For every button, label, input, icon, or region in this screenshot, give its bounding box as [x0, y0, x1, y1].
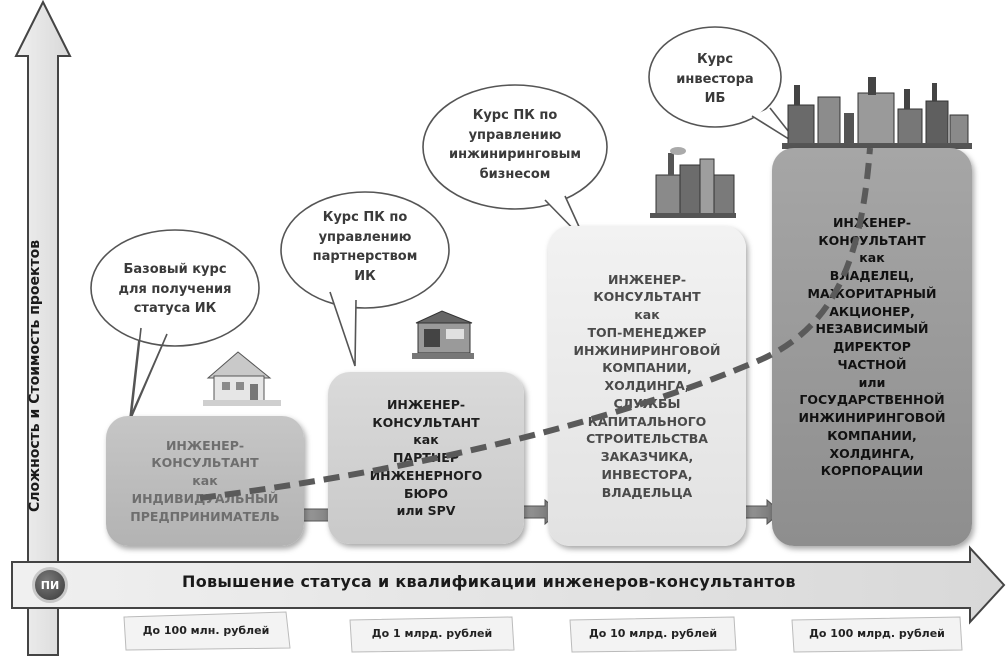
- cost-label-1: До 100 млн. рублей: [142, 624, 270, 637]
- y-axis-arrow: [14, 0, 72, 656]
- course-line: для получения: [118, 281, 232, 297]
- course-line: инвестора: [676, 71, 754, 87]
- course-line: ИК: [354, 268, 376, 284]
- course-line: партнерством: [312, 249, 418, 264]
- stage-1-line: ПРЕДПРИНИМАТЕЛЬ: [130, 508, 280, 524]
- course-bubble-1-text: Базовый курс для получения статуса ИК: [111, 260, 239, 319]
- course-bubble-3-text: Курс ПК по управлению инжиниринговым биз…: [445, 106, 585, 184]
- course-line: Базовый курс: [123, 262, 227, 277]
- x-axis-arrow: [11, 545, 1006, 625]
- stage-2-line: или SPV: [396, 503, 456, 519]
- origin-badge: ПИ: [32, 567, 68, 603]
- course-line: Курс ПК по: [472, 108, 558, 123]
- course-line: бизнесом: [479, 166, 551, 182]
- course-bubble-4-text: Курс инвестора ИБ: [665, 50, 765, 109]
- course-line: Курс: [696, 52, 734, 67]
- course-line: Курс ПК по: [322, 210, 408, 225]
- cost-label-4: До 100 млрд. рублей: [809, 627, 945, 640]
- cost-label-3: До 10 млрд. рублей: [588, 627, 718, 640]
- course-line: статуса ИК: [133, 301, 217, 316]
- cost-label-2: До 1 млрд. рублей: [371, 627, 493, 640]
- course-line: ИБ: [704, 91, 726, 106]
- industrial-complex-icon: [782, 77, 972, 149]
- course-line: управлению: [468, 127, 562, 143]
- course-line: инжиниринговым: [449, 147, 581, 162]
- x-axis-label: Повышение статуса и квалификации инженер…: [182, 572, 796, 591]
- course-bubble-2-text: Курс ПК по управлению партнерством ИК: [301, 208, 429, 286]
- course-line: управлению: [318, 229, 412, 245]
